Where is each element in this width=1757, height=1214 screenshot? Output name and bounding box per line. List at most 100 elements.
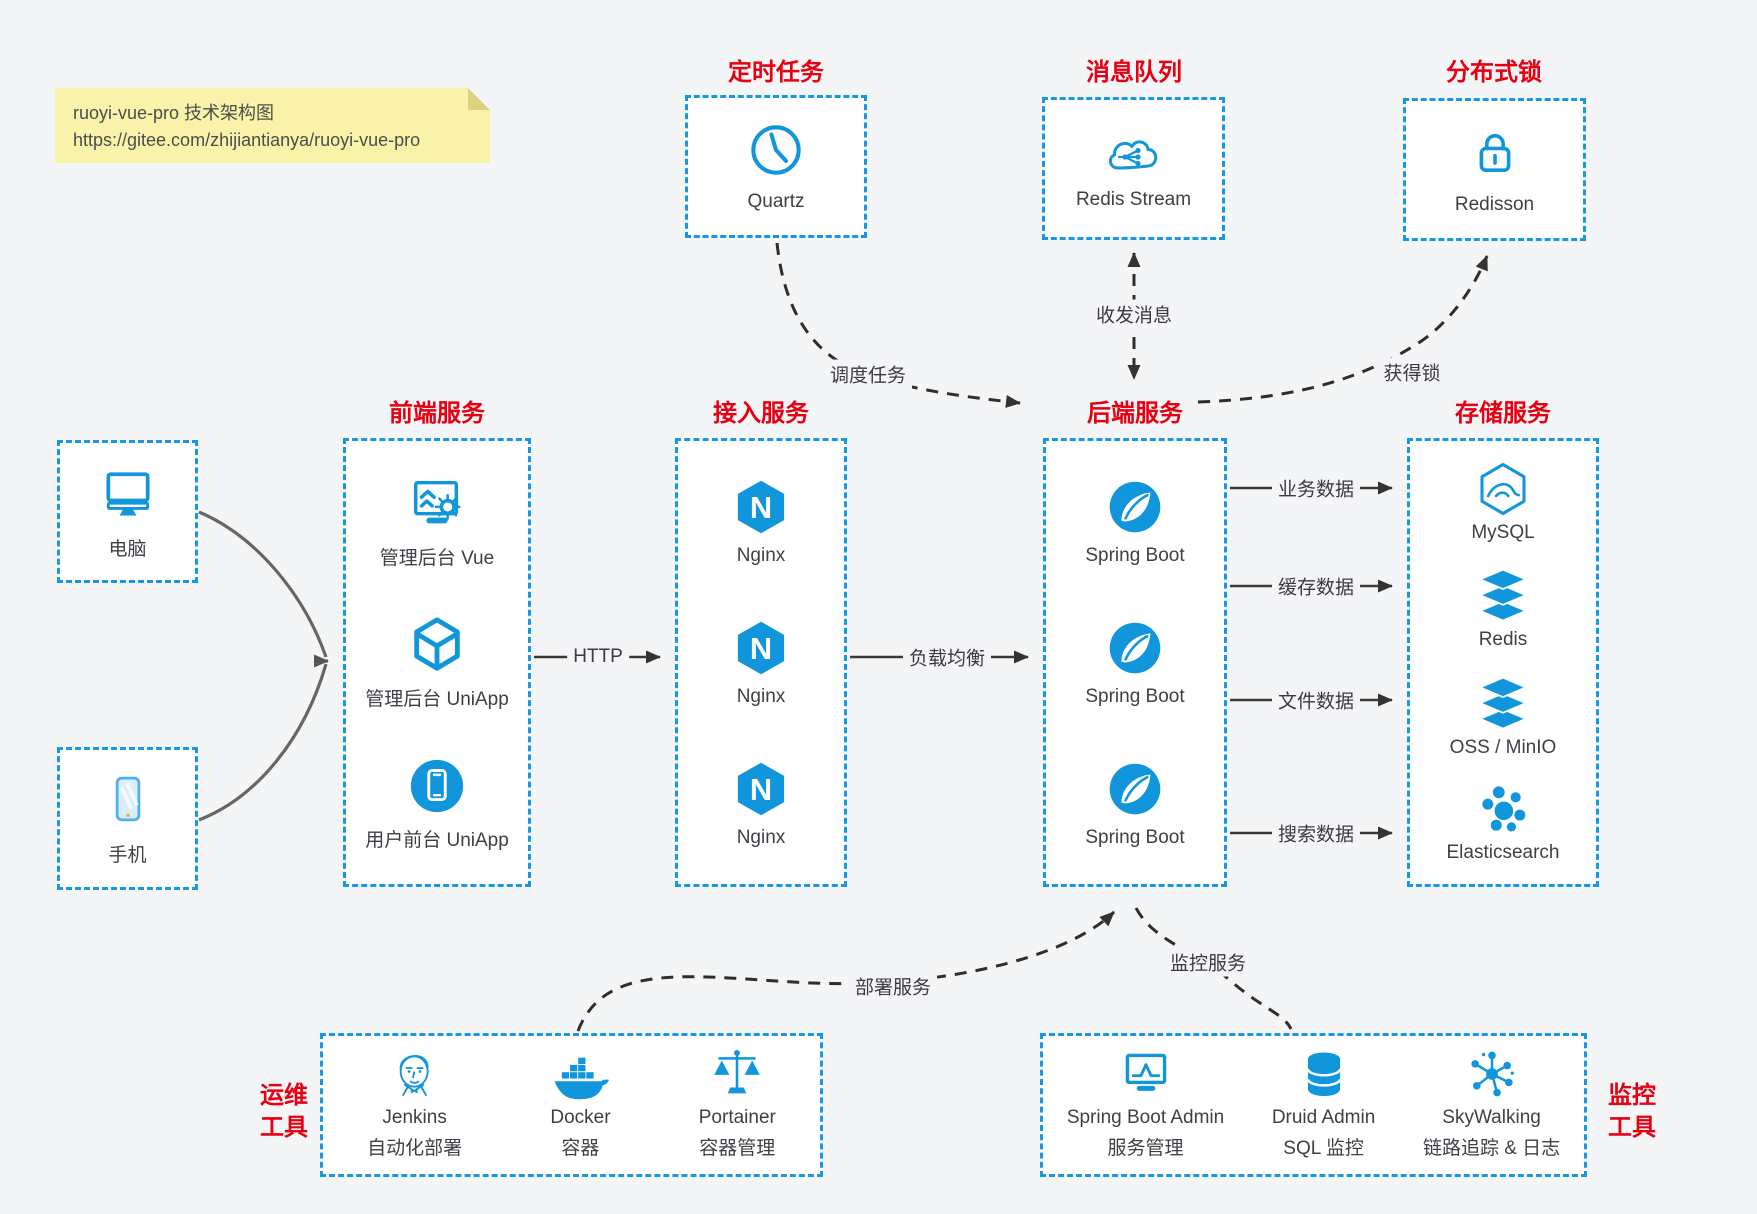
box-phone: 手机 xyxy=(57,747,198,890)
frontend-item-user-uniapp: 用户前台 UniApp xyxy=(365,755,509,852)
monitor-item-label: Spring Boot Admin xyxy=(1066,1107,1225,1128)
spring-boot-icon xyxy=(1105,759,1165,819)
redis-stack-icon xyxy=(1475,568,1531,624)
backend-item-label: Spring Boot xyxy=(1085,826,1185,848)
ops-item-label: Docker xyxy=(550,1107,611,1128)
monitor-item-skywalking: SkyWalking 链路追踪 & 日志 xyxy=(1423,1047,1560,1163)
box-gateway-services: N Nginx N Nginx N Nginx xyxy=(675,438,847,887)
edge-label-load-balance: 负载均衡 xyxy=(902,642,992,672)
note-url: https://gitee.com/zhijiantianya/ruoyi-vu… xyxy=(73,130,421,150)
druid-icon xyxy=(1297,1047,1351,1101)
monitor-item-sublabel: SQL 监控 xyxy=(1283,1138,1364,1159)
ops-item-label: Jenkins xyxy=(382,1107,447,1128)
ops-item-sublabel: 容器管理 xyxy=(699,1138,776,1159)
box-redisson: Redisson xyxy=(1403,98,1586,241)
title-frontend-services: 前端服务 xyxy=(389,400,485,427)
frontend-item-admin-vue: 管理后台 Vue xyxy=(380,473,494,570)
storage-item-label: OSS / MinIO xyxy=(1449,736,1557,758)
ops-item-portainer: Portainer 容器管理 xyxy=(699,1047,776,1163)
backend-item-label: Spring Boot xyxy=(1085,544,1185,566)
title-scheduled-task: 定时任务 xyxy=(728,59,824,86)
computer-icon xyxy=(98,462,158,522)
gateway-item-label: Nginx xyxy=(736,826,786,848)
storage-item-oss-minio: OSS / MinIO xyxy=(1449,676,1557,759)
box-frontend-services: 管理后台 Vue 管理后台 UniApp 用户前台 UniApp xyxy=(343,438,531,887)
phone-label: 手机 xyxy=(108,845,147,866)
monitor-item-spring-boot-admin: Spring Boot Admin 服务管理 xyxy=(1067,1047,1224,1163)
storage-item-label: Redis xyxy=(1478,629,1528,651)
note-corner-fold xyxy=(468,88,490,110)
storage-stack-icon xyxy=(1475,676,1531,732)
box-ops-tools: Jenkins 自动化部署 Docker 容器 xyxy=(320,1033,823,1177)
title-distributed-lock: 分布式锁 xyxy=(1446,59,1542,86)
box-storage-services: MySQL Redis OSS / MinIO xyxy=(1407,438,1599,887)
gateway-item-nginx: N Nginx xyxy=(732,477,790,567)
box-redis-stream: Redis Stream xyxy=(1042,97,1225,240)
nginx-icon: N xyxy=(732,477,790,537)
admin-vue-icon xyxy=(406,473,468,535)
edge-label-deploy: 部署服务 xyxy=(848,971,938,1001)
redisson-label: Redisson xyxy=(1454,193,1535,215)
nginx-icon: N xyxy=(732,618,790,678)
backend-item-spring-boot: Spring Boot xyxy=(1085,618,1185,708)
redis-stream-label: Redis Stream xyxy=(1075,188,1192,210)
box-computer: 电脑 xyxy=(57,440,198,583)
lock-icon xyxy=(1466,124,1524,182)
computer-label: 电脑 xyxy=(108,539,147,560)
frontend-item-label: 管理后台 Vue xyxy=(379,548,495,569)
monitor-item-druid-admin: Druid Admin SQL 监控 xyxy=(1271,1047,1376,1163)
jenkins-icon xyxy=(388,1047,442,1101)
nginx-icon: N xyxy=(732,759,790,819)
edge-label-dispatch: 调度任务 xyxy=(823,359,913,389)
svg-text:N: N xyxy=(750,489,772,524)
mysql-icon xyxy=(1475,461,1531,517)
box-backend-services: Spring Boot Spring Boot Spring Boot xyxy=(1043,438,1227,887)
portainer-icon xyxy=(710,1047,764,1101)
storage-item-label: Elasticsearch xyxy=(1446,841,1560,863)
monitor-item-label: SkyWalking xyxy=(1442,1107,1541,1128)
ops-item-jenkins: Jenkins 自动化部署 xyxy=(367,1047,462,1163)
gateway-item-label: Nginx xyxy=(736,544,786,566)
edge-label-cache-data: 缓存数据 xyxy=(1271,571,1361,601)
ops-item-sublabel: 容器 xyxy=(561,1138,600,1159)
edge-label-business-data: 业务数据 xyxy=(1271,473,1361,503)
mobile-app-icon xyxy=(406,755,468,817)
cloud-queue-icon xyxy=(1102,127,1166,177)
backend-item-label: Spring Boot xyxy=(1085,685,1185,707)
elasticsearch-icon xyxy=(1476,783,1530,837)
quartz-label: Quartz xyxy=(747,190,805,212)
monitor-item-sublabel: 服务管理 xyxy=(1107,1138,1184,1159)
ops-item-sublabel: 自动化部署 xyxy=(367,1138,463,1159)
title-ops-tools: 运维 工具 xyxy=(260,1082,308,1141)
spring-boot-icon xyxy=(1105,477,1165,537)
box-quartz: Quartz xyxy=(685,95,867,238)
edge-label-lock: 获得锁 xyxy=(1377,357,1447,387)
phone-icon xyxy=(99,770,157,828)
frontend-item-label: 用户前台 UniApp xyxy=(365,830,509,851)
title-monitor-tools: 监控 工具 xyxy=(1608,1082,1656,1141)
gateway-item-label: Nginx xyxy=(736,685,786,707)
backend-item-spring-boot: Spring Boot xyxy=(1085,759,1185,849)
sticky-note: ruoyi-vue-pro 技术架构图 https://gitee.com/zh… xyxy=(55,88,490,163)
cube-icon xyxy=(406,614,468,676)
title-gateway-services: 接入服务 xyxy=(713,400,809,427)
docker-icon xyxy=(551,1047,610,1101)
skywalking-icon xyxy=(1465,1047,1519,1101)
edge-computer-to-frontend xyxy=(198,510,328,658)
box-monitor-tools: Spring Boot Admin 服务管理 Druid Admin SQL 监… xyxy=(1040,1033,1587,1177)
title-message-queue: 消息队列 xyxy=(1086,59,1182,86)
backend-item-spring-boot: Spring Boot xyxy=(1085,477,1185,567)
storage-item-mysql: MySQL xyxy=(1471,461,1535,544)
clock-icon xyxy=(747,121,805,179)
spring-boot-admin-icon xyxy=(1118,1047,1174,1101)
edge-label-file-data: 文件数据 xyxy=(1271,685,1361,715)
edge-label-search-data: 搜索数据 xyxy=(1271,818,1361,848)
monitor-item-label: Druid Admin xyxy=(1271,1107,1376,1128)
svg-text:N: N xyxy=(750,771,772,806)
note-title: ruoyi-vue-pro 技术架构图 xyxy=(73,103,275,123)
ops-item-docker: Docker 容器 xyxy=(550,1047,611,1163)
spring-boot-icon xyxy=(1105,618,1165,678)
edge-label-http: HTTP xyxy=(567,645,629,669)
storage-item-label: MySQL xyxy=(1471,522,1535,544)
storage-item-redis: Redis xyxy=(1475,568,1531,651)
